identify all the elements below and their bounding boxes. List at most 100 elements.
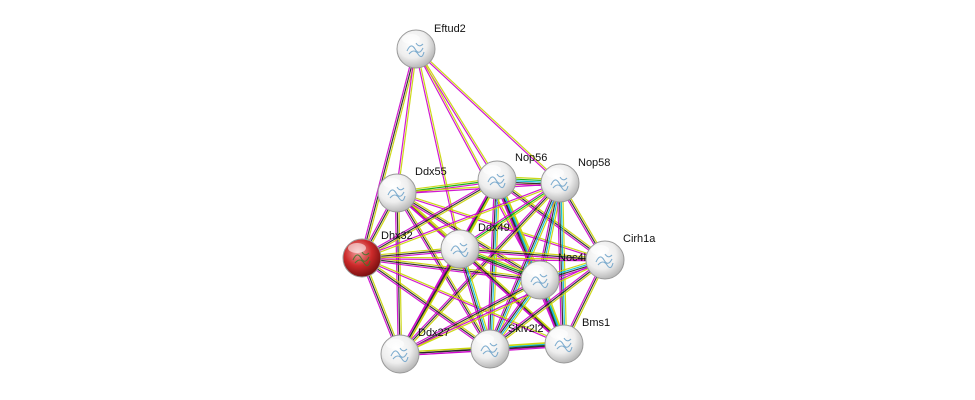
edge-cirh1a-skiv2l2[interactable] bbox=[488, 258, 607, 351]
edge-evidence-line bbox=[396, 192, 491, 350]
edge-evidence-line bbox=[362, 256, 565, 344]
edge-evidence-line bbox=[459, 182, 561, 250]
protein-structure-icon bbox=[390, 347, 409, 363]
edge-evidence-line bbox=[361, 181, 560, 258]
edge-evidence-line bbox=[494, 180, 563, 346]
edge-evidence-line bbox=[361, 258, 605, 262]
edge-evidence-line bbox=[400, 260, 606, 356]
edge-ddx55-cirh1a[interactable] bbox=[396, 191, 606, 262]
node-ddx55[interactable]: Ddx55 bbox=[377, 166, 447, 213]
edge-eftud2-nop58[interactable] bbox=[415, 47, 561, 185]
edge-evidence-line bbox=[460, 183, 562, 251]
edge-evidence-line bbox=[498, 178, 567, 344]
edge-evidence-line bbox=[397, 49, 418, 194]
edge-nop58-ddx27[interactable] bbox=[398, 181, 562, 356]
edge-evidence-line bbox=[416, 48, 499, 180]
edge-evidence-line bbox=[497, 179, 566, 344]
edge-nop56-dhx32[interactable] bbox=[360, 178, 499, 260]
edge-evidence-line bbox=[360, 258, 490, 351]
edge-evidence-line bbox=[490, 260, 607, 351]
edge-evidence-line bbox=[400, 249, 463, 356]
edge-cirh1a-ddx27[interactable] bbox=[399, 258, 606, 356]
node-highlight bbox=[446, 234, 464, 244]
node-label: Noc4l bbox=[558, 252, 586, 264]
node-highlight bbox=[348, 243, 366, 253]
edge-evidence-line bbox=[398, 277, 540, 354]
edge-nop58-dhx32[interactable] bbox=[361, 181, 561, 260]
edge-dhx32-bms1[interactable] bbox=[361, 256, 565, 346]
node-highlight bbox=[386, 339, 404, 349]
edge-ddx49-cirh1a[interactable] bbox=[459, 246, 606, 263]
edge-evidence-line bbox=[459, 248, 606, 261]
edge-evidence-line bbox=[416, 48, 462, 249]
edge-evidence-line bbox=[414, 49, 540, 281]
protein-structure-icon bbox=[487, 173, 506, 189]
edge-evidence-line bbox=[416, 47, 561, 183]
node-dhx32[interactable]: Dhx32 bbox=[342, 230, 413, 278]
edge-evidence-line bbox=[399, 258, 605, 354]
node-noc4l[interactable]: Noc4l bbox=[520, 252, 586, 300]
edge-evidence-line bbox=[395, 48, 416, 193]
edge-evidence-line bbox=[361, 259, 540, 283]
edge-evidence-line bbox=[361, 179, 498, 259]
node-label: Cirh1a bbox=[623, 233, 656, 245]
node-ddx49[interactable]: Ddx49 bbox=[440, 222, 510, 269]
node-highlight bbox=[591, 245, 609, 255]
node-highlight bbox=[546, 168, 564, 178]
edge-evidence-line bbox=[396, 192, 401, 355]
protein-structure-icon bbox=[595, 253, 614, 269]
edge-evidence-line bbox=[414, 49, 460, 250]
edge-evidence-line bbox=[361, 258, 564, 346]
edge-evidence-line bbox=[458, 181, 560, 249]
edge-evidence-line bbox=[556, 183, 563, 345]
edge-evidence-line bbox=[398, 181, 560, 354]
protein-structure-icon bbox=[480, 342, 499, 358]
edge-evidence-line bbox=[487, 181, 559, 349]
edge-evidence-line bbox=[395, 193, 490, 351]
protein-structure-icon bbox=[352, 251, 371, 267]
edge-evidence-line bbox=[558, 183, 564, 345]
node-bms1[interactable]: Bms1 bbox=[544, 317, 610, 364]
edge-evidence-line bbox=[560, 182, 566, 344]
node-nop58[interactable]: Nop58 bbox=[540, 157, 610, 203]
edge-noc4l-ddx27[interactable] bbox=[398, 277, 542, 357]
edge-eftud2-dhx32[interactable] bbox=[359, 48, 419, 259]
node-ddx27[interactable]: Ddx27 bbox=[380, 327, 450, 374]
node-label: Ddx49 bbox=[478, 222, 510, 234]
node-label: Dhx32 bbox=[381, 230, 413, 242]
edge-evidence-line bbox=[415, 49, 560, 185]
node-nop56[interactable]: Nop56 bbox=[477, 152, 547, 200]
node-highlight bbox=[526, 265, 544, 275]
edge-evidence-line bbox=[361, 48, 417, 259]
edge-nop58-bms1[interactable] bbox=[556, 182, 568, 345]
edge-ddx49-ddx27[interactable] bbox=[397, 247, 463, 356]
edge-nop58-ddx49[interactable] bbox=[458, 181, 562, 251]
edge-evidence-line bbox=[400, 183, 562, 356]
node-label: Nop58 bbox=[578, 157, 610, 169]
edge-evidence-line bbox=[362, 183, 561, 260]
protein-structure-icon bbox=[554, 337, 573, 353]
edge-evidence-line bbox=[359, 48, 415, 258]
node-label: Ddx55 bbox=[415, 166, 447, 178]
protein-structure-icon bbox=[530, 273, 549, 289]
edge-evidence-line bbox=[459, 250, 605, 263]
node-skiv2l2[interactable]: Skiv2l2 bbox=[470, 323, 543, 369]
protein-structure-icon bbox=[450, 242, 469, 258]
edge-dhx32-skiv2l2[interactable] bbox=[360, 256, 492, 351]
edge-eftud2-ddx55[interactable] bbox=[395, 48, 418, 194]
protein-structure-icon bbox=[387, 186, 406, 202]
node-eftud2[interactable]: Eftud2 bbox=[396, 23, 466, 69]
protein-structure-icon bbox=[406, 42, 425, 58]
edge-evidence-line bbox=[361, 257, 491, 350]
node-cirh1a[interactable]: Cirh1a bbox=[585, 233, 656, 280]
node-label: Eftud2 bbox=[434, 23, 466, 35]
edge-evidence-line bbox=[397, 247, 460, 354]
edge-evidence-line bbox=[399, 182, 561, 355]
node-label: Skiv2l2 bbox=[508, 323, 543, 335]
edge-evidence-line bbox=[397, 191, 606, 260]
edge-eftud2-ddx49[interactable] bbox=[414, 48, 462, 250]
edge-evidence-line bbox=[489, 259, 606, 350]
node-highlight bbox=[383, 178, 401, 188]
